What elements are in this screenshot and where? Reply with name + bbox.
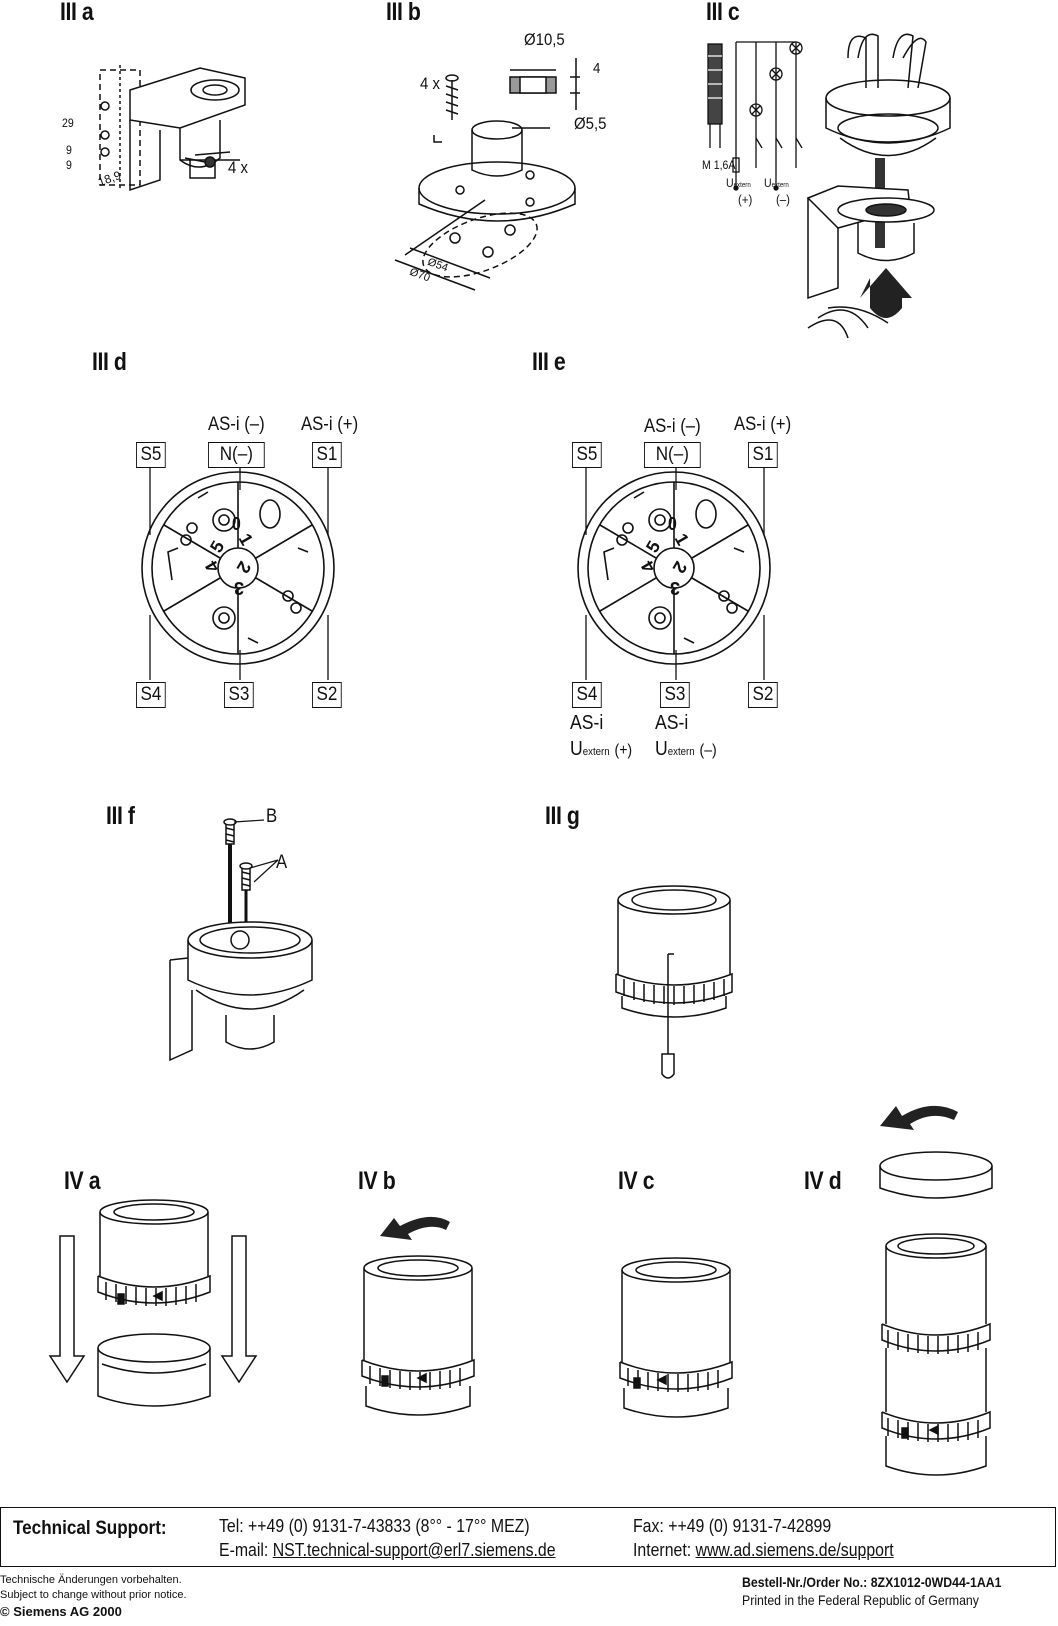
u-extern-minus: Uextern: [764, 176, 789, 190]
figure-IIIg-lamp-drawing: [615, 885, 733, 1079]
IIId-terminal-S3: S3: [224, 682, 254, 708]
figure-IVb-rotate-drawing: [361, 1216, 475, 1416]
IIId-asi-minus: AS-i (–): [208, 414, 265, 435]
technical-support-box: Technical Support: Tel: ++49 (0) 9131-7-…: [0, 1507, 1056, 1567]
figure-IVc-assembled-drawing: [619, 1257, 733, 1418]
IIId-terminal-S1: S1: [312, 442, 342, 468]
sign-minus: (–): [776, 192, 790, 207]
figure-IIIe-terminal-drawing: [577, 471, 771, 665]
IIIe-s3-uextern: Uextern (–): [655, 738, 717, 760]
dim-IIIa-9a: 9: [66, 143, 72, 157]
figure-label-IIIg: III g: [545, 802, 580, 830]
figure-label-IIIc: III c: [706, 0, 740, 26]
count-IIIa: 4 x: [228, 158, 248, 177]
sign-plus: (+): [738, 192, 753, 207]
IIIe-terminal-S1: S1: [748, 442, 778, 468]
figure-IVd-stack-drawing: [879, 1105, 993, 1476]
IIId-terminal-N: N(–): [208, 442, 265, 468]
rotate-arrow-icon: [880, 1105, 958, 1130]
support-title: Technical Support:: [13, 1518, 167, 1539]
curved-arrow-icon: [860, 268, 912, 318]
IIId-terminal-S2: S2: [312, 682, 342, 708]
IIId-leader-lines: [149, 464, 329, 680]
figure-IIIc-wiring-diagram: [707, 41, 803, 191]
figure-IIIa-bracket-drawing: [99, 65, 246, 192]
figure-label-IIIa: III a: [60, 0, 94, 26]
figure-IVa-disassembly-drawing: [48, 1199, 258, 1407]
IIIe-s4-asi: AS-i: [570, 712, 604, 734]
IIId-terminal-S4: S4: [136, 682, 166, 708]
IIIe-asi-plus: AS-i (+): [734, 414, 792, 435]
dim-IIIb-dia-top: Ø10,5: [524, 30, 565, 49]
IIIe-terminal-S4: S4: [572, 682, 602, 708]
support-internet-row: Internet: www.ad.siemens.de/support: [633, 1540, 894, 1561]
footer-copyright: © Siemens AG 2000: [0, 1604, 122, 1619]
arrow-down-icon: [48, 1235, 86, 1384]
figure-IIIc-mounting-drawing: [806, 33, 951, 339]
IIIe-terminal-S2: S2: [748, 682, 778, 708]
IIIe-terminal-S5: S5: [572, 442, 602, 468]
footer-note-de: Technische Änderungen vorbehalten.: [0, 1574, 182, 1586]
fuse-label: M 1,6A: [702, 158, 736, 172]
dim-IIIa-9b: 9: [66, 158, 72, 172]
support-internet-link[interactable]: www.ad.siemens.de/support: [695, 1540, 894, 1560]
footer-order-number: Bestell-Nr./Order No.: 8ZX1012-0WD44-1AA…: [742, 1574, 1002, 1590]
IIId-asi-plus: AS-i (+): [301, 414, 359, 435]
figure-IIId-terminal-drawing: [141, 471, 335, 665]
figure-label-IVa: IV a: [64, 1167, 101, 1195]
IIIe-asi-minus: AS-i (–): [644, 416, 701, 437]
figure-label-IVd: IV d: [804, 1167, 842, 1195]
figure-IIIf-assembly-drawing: [169, 818, 313, 1062]
IIIe-leader-lines: [585, 464, 765, 680]
count-IIIb: 4 x: [420, 74, 440, 93]
dim-IIIb-height: 4: [593, 60, 601, 77]
support-tel: Tel: ++49 (0) 9131-7-43833 (8°° - 17°° M…: [219, 1516, 530, 1536]
footer-note-en: Subject to change without prior notice.: [0, 1589, 187, 1601]
figure-IIIb-flange-drawing: [394, 58, 580, 291]
footer-printed: Printed in the Federal Republic of Germa…: [742, 1592, 979, 1608]
IIIf-leader-lines: [233, 819, 279, 883]
support-email-link[interactable]: NST.technical-support@erl7.siemens.de: [272, 1540, 556, 1560]
IIId-terminal-S5: S5: [136, 442, 166, 468]
support-fax: Fax: ++49 (0) 9131-7-42899: [633, 1516, 832, 1536]
figure-label-IIId: III d: [92, 348, 127, 376]
IIIe-digit-0: 0: [668, 514, 677, 534]
support-email-label: E-mail:: [219, 1540, 273, 1560]
screw-icon: [184, 156, 216, 168]
screw-icon: [239, 862, 253, 891]
figure-label-IVb: IV b: [358, 1167, 396, 1195]
rotate-arrow-icon: [380, 1216, 450, 1240]
support-internet-label: Internet:: [633, 1540, 696, 1560]
figure-label-IIIf: III f: [106, 802, 135, 830]
IIIf-label-A: A: [276, 852, 288, 873]
support-email-row: E-mail: NST.technical-support@erl7.sieme…: [219, 1540, 556, 1561]
IIIe-terminal-S3: S3: [660, 682, 690, 708]
IIId-digit-0: 0: [232, 514, 241, 534]
IIIf-label-B: B: [266, 806, 278, 827]
figure-label-IVc: IV c: [618, 1167, 655, 1195]
dim-IIIa-29: 29: [62, 116, 74, 130]
IIIe-s3-asi: AS-i: [655, 712, 689, 734]
IIIe-s4-uextern: Uextern (+): [570, 738, 633, 760]
IIIe-terminal-N: N(–): [644, 442, 701, 468]
arrow-down-icon: [220, 1235, 258, 1384]
screw-icon: [445, 74, 459, 120]
u-extern-plus: Uextern: [726, 176, 751, 190]
figure-label-IIIb: III b: [386, 0, 421, 26]
dim-IIIb-dia-bottom: Ø5,5: [574, 114, 607, 133]
figure-label-IIIe: III e: [532, 348, 566, 376]
